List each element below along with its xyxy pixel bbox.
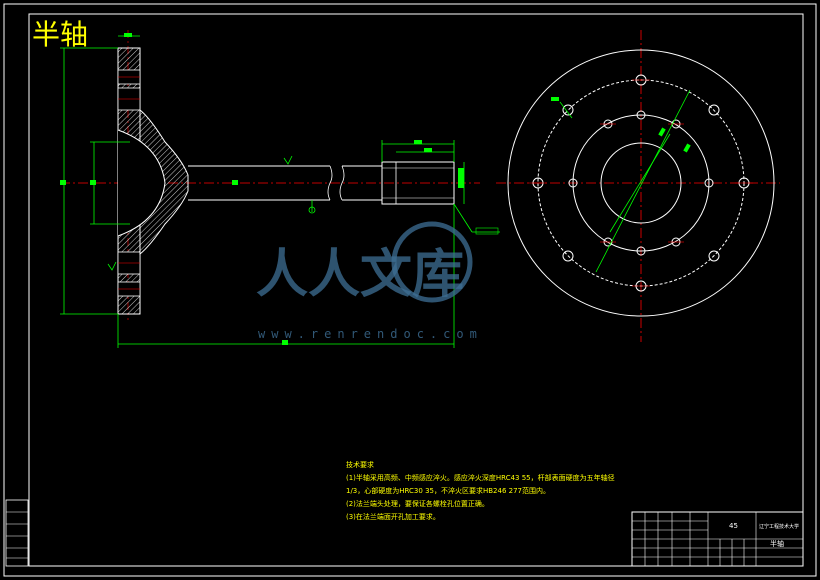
hole-center-marks <box>529 79 753 287</box>
watermark-logo-ring <box>391 221 473 303</box>
revision-block <box>5 499 29 567</box>
front-view-dimensions <box>559 89 691 273</box>
inner-frame <box>28 13 804 567</box>
inner-circle <box>600 142 682 224</box>
surface-finish-symbol <box>283 155 293 165</box>
title-block-school: 辽宁工程技术大学 <box>759 523 799 530</box>
hub-recess <box>117 129 166 237</box>
dimension-markers <box>60 33 499 345</box>
drawing-title: 半轴 <box>32 18 88 51</box>
tech-req-line-2: 1/3，心部硬度为HRC30 35，不淬火区要求HB246 277范围内。 <box>346 486 550 495</box>
technical-requirements: 技术要求 (1)半轴采用高频、中频感应淬火。感应淬火深度HRC43 55，杆部表… <box>346 460 615 521</box>
watermark-url: www.renrendoc.com <box>258 327 483 341</box>
watermark: 人人文库 www.renrendoc.com <box>256 221 483 341</box>
break-line-right <box>339 165 345 201</box>
title-block-part-name: 半轴 <box>770 539 784 548</box>
title-block: 45 辽宁工程技术大学 半轴 <box>631 511 804 567</box>
break-line-left <box>327 165 333 201</box>
title-block-material: 45 <box>729 522 738 530</box>
tech-req-line-1: (1)半轴采用高频、中频感应淬火。感应淬火深度HRC43 55，杆部表面硬度为五… <box>346 473 615 482</box>
spline-end <box>381 161 455 205</box>
watermark-text: 人人文库 <box>256 245 464 305</box>
tech-req-heading: 技术要求 <box>346 460 374 469</box>
flange-outer-circle <box>507 49 775 317</box>
hub-circle <box>572 114 710 252</box>
shaft-side-view <box>60 30 500 348</box>
outer-frame <box>3 3 817 577</box>
tech-req-line-3: (2)法兰端头处理，要保证各螺栓孔位置正确。 <box>346 499 489 508</box>
tech-req-line-4: (3)在法兰端面开孔加工要求。 <box>346 512 440 521</box>
flange-front-view <box>496 30 780 342</box>
